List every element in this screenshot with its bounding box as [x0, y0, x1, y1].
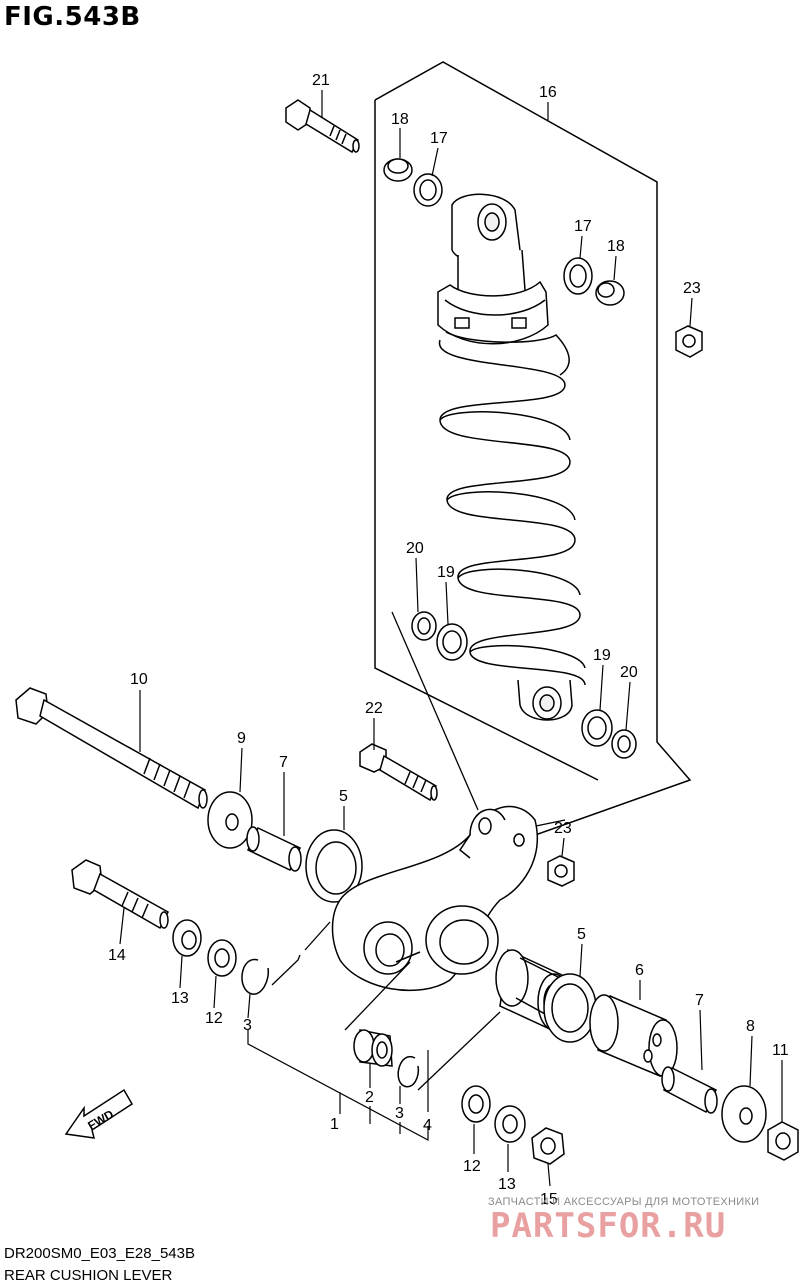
callout-16: 16 [539, 84, 557, 101]
oil-seal-5-left [305, 829, 363, 903]
callout-1: 1 [330, 1116, 339, 1133]
callout-6: 6 [635, 962, 644, 979]
callout-4: 4 [423, 1117, 432, 1134]
bush-2 [353, 1029, 393, 1067]
washer-12-lower [461, 1085, 491, 1123]
figure-name: REAR CUSHION LEVER [4, 1267, 173, 1284]
washer-9 [207, 791, 253, 849]
callout-12-left: 12 [205, 1010, 223, 1027]
spacer-13-left [172, 919, 202, 957]
callout-18-upper-right: 18 [607, 238, 625, 255]
bush-17-upper-left [413, 173, 443, 207]
callout-17-upper-right: 17 [574, 218, 592, 235]
assembly-guide-lines [391, 611, 566, 827]
callout-23-upper: 23 [683, 280, 701, 297]
figure-code: DR200SM0_E03_E28_543B [4, 1245, 195, 1262]
callout-11: 11 [772, 1042, 789, 1059]
pivot-bolt-10 [15, 687, 208, 810]
nut-15 [531, 1127, 565, 1165]
watermark-tagline: ЗАПЧАСТИ И АКСЕССУАРЫ ДЛЯ МОТОТЕХНИКИ [488, 1196, 760, 1208]
spacer-13-lower [494, 1105, 526, 1143]
callout-2: 2 [365, 1089, 374, 1106]
shock-assembly-frame [374, 61, 692, 861]
nut-23-lower [547, 855, 575, 887]
spacer-18-upper-right [595, 280, 625, 306]
collar-7-right [661, 1066, 718, 1114]
callout-7-right: 7 [695, 992, 704, 1009]
callout-21: 21 [312, 72, 330, 89]
callout-3-left: 3 [243, 1017, 252, 1034]
assembly-guide-lines-lower [271, 921, 501, 1091]
bush-6 [589, 994, 678, 1078]
callout-18-upper-left: 18 [391, 111, 409, 128]
collar-7-left [246, 826, 302, 872]
forward-direction-arrow: FWD [64, 1088, 134, 1139]
rear-cushion-lever [331, 805, 538, 992]
callout-numbers: 21 16 18 17 17 18 23 20 19 19 20 10 22 9… [108, 72, 789, 1208]
callout-19-lower-left: 19 [437, 564, 455, 581]
callout-7-left: 7 [279, 754, 288, 771]
bush-19-lower-left [436, 623, 468, 661]
callout-13-lower: 13 [498, 1176, 516, 1193]
circlip-3-left [241, 958, 270, 995]
rear-shock-absorber [437, 193, 586, 721]
callout-3-middle: 3 [395, 1105, 404, 1122]
callout-20-lower-right: 20 [620, 664, 638, 681]
callout-15: 15 [540, 1191, 558, 1208]
callout-12-lower: 12 [463, 1158, 481, 1175]
washer-12-left [207, 939, 237, 977]
spacer-18-upper-left [383, 158, 413, 182]
nut-11 [767, 1121, 799, 1161]
callout-13-left: 13 [171, 990, 189, 1007]
callout-23-lower: 23 [554, 820, 572, 837]
washer-8 [721, 1085, 767, 1143]
bush-19-lower-right [581, 709, 613, 747]
shock-mount-bolt-21 [285, 99, 360, 154]
spacer-20-lower-left [411, 611, 437, 641]
callout-9: 9 [237, 730, 246, 747]
cushion-lever-bolt-22 [359, 743, 438, 802]
watermark-brand: PARTSFOR.RU [490, 1206, 727, 1246]
callout-22: 22 [365, 700, 383, 717]
callout-14: 14 [108, 947, 126, 964]
figure-title: FIG.543B [4, 2, 141, 32]
callout-5-right: 5 [577, 926, 586, 943]
callout-17-upper-left: 17 [430, 130, 448, 147]
callout-leaders [119, 90, 783, 1187]
callout-10: 10 [130, 671, 148, 688]
lever-bolt-14 [71, 859, 169, 930]
circlip-3-middle [397, 1055, 420, 1088]
nut-23-upper [675, 325, 703, 358]
callout-19-lower-right: 19 [593, 647, 611, 664]
callout-8: 8 [746, 1018, 755, 1035]
bush-17-upper-right [563, 257, 593, 295]
oil-seal-5-right [543, 973, 597, 1043]
callout-5-left: 5 [339, 788, 348, 805]
spacer-20-lower-right [611, 729, 637, 759]
callout-20-lower-left: 20 [406, 540, 424, 557]
